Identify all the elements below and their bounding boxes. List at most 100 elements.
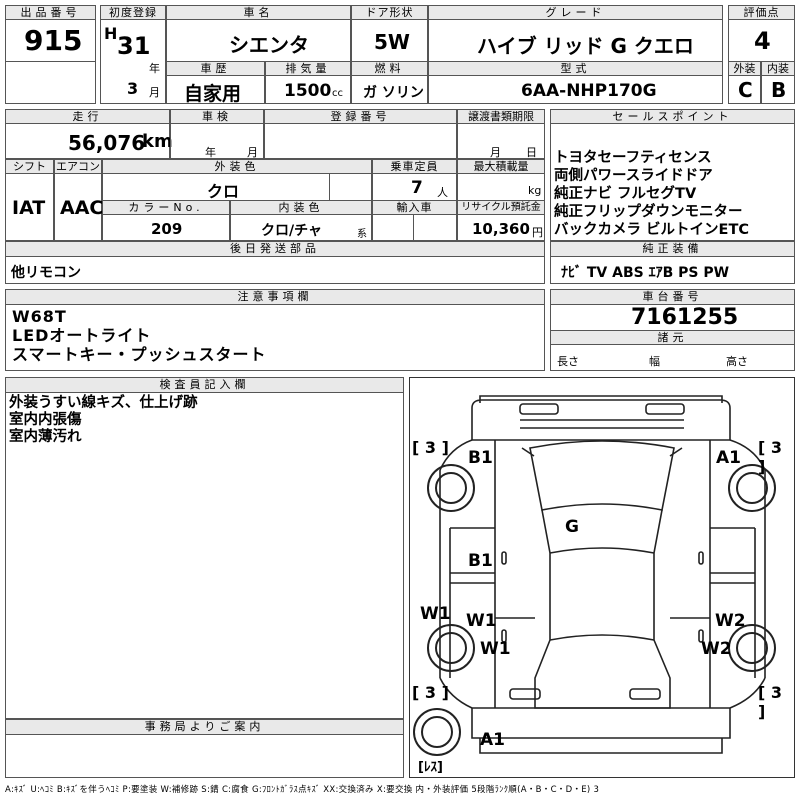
score-value: 4 [754, 27, 771, 55]
wheel-spare [413, 708, 461, 756]
int-color-label: 内装色 [230, 200, 372, 215]
legend: A:ｷｽﾞ U:ﾍｺﾐ B:ｷｽﾞを伴うﾍｺﾐ P:要塗装 W:補修跡 S:錆 … [5, 785, 600, 795]
fuel-cell: ガ ソリン [351, 75, 428, 104]
damage-mark-a1-front: A1 [716, 448, 741, 468]
color-no-label: カラーNo. [102, 200, 230, 215]
tire-front-right-tread: [ 3 ] [758, 438, 783, 476]
damage-mark-w2-a: W2 [715, 611, 746, 631]
equipment-value: ﾅﾋﾞ TV ABS ｴｱB PS PW [561, 265, 730, 281]
later-parts-cell: 他リモコン [5, 256, 545, 284]
equipment-label: 純正装備 [550, 241, 795, 257]
shift-value: IAT [12, 197, 46, 219]
int-grade-value: B [771, 78, 787, 102]
import-label: 輸入車 [372, 200, 457, 215]
capacity-value: 7 [411, 178, 423, 198]
history-label: 車歴 [166, 61, 265, 76]
later-parts-label: 後日発送部品 [5, 241, 545, 257]
first-reg-year: 31 [117, 32, 151, 60]
capacity-unit: 人 [437, 186, 448, 199]
specs-length: 長さ [557, 355, 579, 368]
reg-no-cell [264, 123, 457, 159]
inspector-item: 室内薄汚れ [9, 429, 82, 445]
transfer-day-unit: 日 [526, 146, 537, 159]
office-cell [5, 734, 404, 778]
note-item: W68T [12, 307, 67, 326]
grade-value: ハイブ リッド G クエロ [477, 34, 694, 58]
aircon-cell: AAC [54, 173, 104, 241]
damage-mark-w1-b: W1 [480, 639, 511, 659]
later-parts-value: 他リモコン [11, 265, 81, 281]
recycle-value: 10,360 [472, 220, 530, 238]
sales-point-item: トヨタセーフティセンス [554, 150, 712, 166]
mileage-cell: 56,076 km [5, 123, 173, 159]
car-name-label: 車名 [166, 5, 351, 20]
equipment-cell: ﾅﾋﾞ TV ABS ｴｱB PS PW [550, 256, 795, 284]
sales-point-item: 純正フリップダウンモニター [554, 204, 743, 220]
sales-point-item: 純正ナビ フルセグTV [554, 186, 697, 202]
aircon-value: AAC [60, 197, 104, 219]
transfer-cell: 月 日 [457, 123, 545, 159]
tire-rear-left-tread: [ 3 ] [412, 683, 449, 702]
damage-mark-g: G [565, 517, 579, 537]
sales-point-item: バックカメラ ビルトインETC [554, 222, 749, 238]
grade-label: グレード [428, 5, 723, 20]
aircon-label: エアコン [54, 159, 102, 174]
first-reg-label: 初度登録 [100, 5, 166, 20]
displacement-value: 1500 [284, 81, 332, 101]
ext-grade-label: 外装 [728, 61, 761, 76]
damage-diagram: [ 3 ] [ 3 ] [ 3 ] [ 3 ] [ﾚｽ] B1 A1 G B1 … [409, 377, 795, 778]
first-reg-month: 3 [127, 79, 139, 98]
recycle-label: リサイクル預託金 [457, 200, 545, 215]
first-reg-month-unit: 月 [149, 86, 160, 99]
color-no-value: 209 [151, 220, 183, 238]
ext-color-extra [329, 173, 372, 201]
import-cell [372, 214, 414, 241]
tire-spare: [ﾚｽ] [418, 760, 443, 775]
capacity-label: 乗車定員 [372, 159, 457, 174]
lot-cell: 915 [5, 19, 96, 62]
damage-mark-a1-rear: A1 [480, 730, 505, 750]
damage-mark-b1-side: B1 [468, 551, 493, 571]
inspector-item: 室内内張傷 [9, 412, 82, 428]
specs-width: 幅 [649, 355, 660, 368]
wheel-front-right [728, 464, 776, 512]
inspection-month-unit: 月 [247, 146, 258, 159]
model-value: 6AA-NHP170G [521, 81, 657, 101]
chassis-value: 7161255 [631, 305, 739, 330]
damage-mark-w2-b: W2 [701, 639, 732, 659]
displacement-unit: cc [332, 88, 343, 99]
damage-mark-b1-front: B1 [468, 448, 493, 468]
damage-mark-w1-a: W1 [466, 611, 497, 631]
inspector-label: 検査員記入欄 [5, 377, 404, 393]
car-outline [439, 395, 766, 754]
mileage-unit: km [142, 131, 173, 152]
int-color-cell: クロ/チャ 系 [230, 214, 372, 241]
specs-height: 高さ [726, 355, 748, 368]
sales-point-item: 両側パワースライドドア [554, 168, 713, 184]
notes-cell: W68T LEDオートライト スマートキー・プッシュスタート [5, 304, 545, 371]
inspector-item: 外装うすい線キズ、仕上げ跡 [9, 395, 198, 411]
note-item: LEDオートライト [12, 326, 152, 345]
grade-cell: ハイブ リッド G クエロ [428, 19, 723, 62]
transfer-label: 譲渡書類期限 [457, 109, 545, 124]
displacement-cell: 1500 cc [265, 75, 351, 104]
model-label: 型式 [428, 61, 723, 76]
max-load-label: 最大積載量 [457, 159, 545, 174]
door-cell: 5W [351, 19, 428, 62]
mileage-label: 走行 [5, 109, 170, 124]
chassis-cell: 7161255 [550, 304, 795, 331]
history-cell: 自家用 [166, 75, 265, 105]
recycle-unit: 円 [532, 226, 543, 239]
notes-label: 注意事項欄 [5, 289, 545, 305]
car-name-cell: シエンタ [166, 19, 351, 62]
max-load-unit: kg [528, 184, 542, 197]
score-cell: 4 [728, 19, 795, 62]
inspection-year-unit: 年 [205, 146, 216, 159]
office-label: 事務局よりご案内 [5, 719, 404, 735]
first-reg-cell: H 31 年 3 月 [100, 19, 166, 104]
fuel-value: ガ ソリン [363, 85, 424, 101]
int-color-value: クロ/チャ [261, 223, 322, 239]
damage-mark-w1-side: W1 [420, 604, 451, 624]
inspector-list: 外装うすい線キズ、仕上げ跡 室内内張傷 室内薄汚れ [9, 395, 198, 446]
inspection-label: 車検 [170, 109, 264, 124]
